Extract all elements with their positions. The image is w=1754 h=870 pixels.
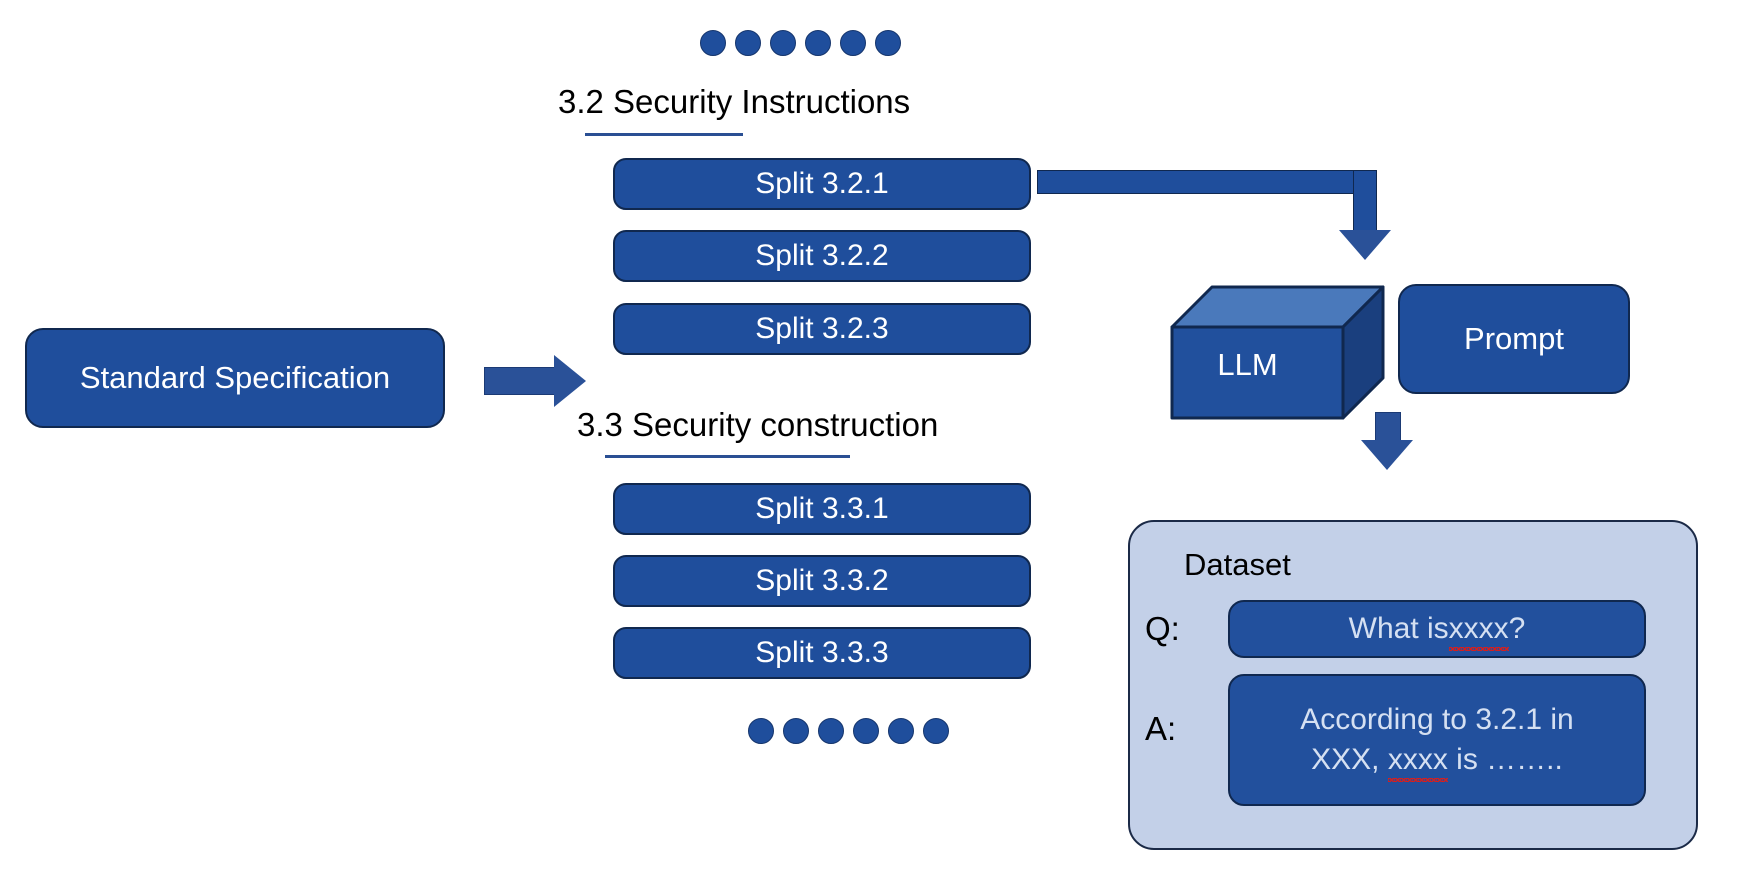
dot <box>818 718 844 744</box>
connector-vertical-segment <box>1353 170 1377 234</box>
section-heading-3-3-underline <box>605 455 850 458</box>
llm-cube-shape <box>1170 285 1385 420</box>
dot <box>783 718 809 744</box>
llm-cube[interactable]: LLM <box>1170 285 1385 420</box>
split-box-3-3-1[interactable]: Split 3.3.1 <box>613 483 1031 535</box>
dot <box>735 30 761 56</box>
split-box-3-3-2[interactable]: Split 3.3.2 <box>613 555 1031 607</box>
answer-label: A: <box>1145 710 1177 747</box>
dot <box>770 30 796 56</box>
standard-specification-box[interactable]: Standard Specification <box>25 328 445 428</box>
section-heading-3-2: 3.2 Security Instructions <box>558 83 911 120</box>
dot <box>840 30 866 56</box>
question-text-suffix: ? <box>1508 612 1526 646</box>
dot <box>700 30 726 56</box>
dot <box>888 718 914 744</box>
top-ellipsis-dots <box>700 30 901 56</box>
answer-line-2: XXX, xxxx is …….. <box>1311 740 1563 782</box>
question-text-prefix: What is <box>1348 612 1449 646</box>
dot <box>923 718 949 744</box>
prompt-box[interactable]: Prompt <box>1398 284 1630 394</box>
split-box-3-2-3[interactable]: Split 3.2.3 <box>613 303 1031 355</box>
connector-horizontal-segment <box>1037 170 1377 194</box>
dataset-title: Dataset <box>1184 547 1291 582</box>
section-heading-3-3: 3.3 Security construction <box>577 406 939 443</box>
answer-line-2-suffix: is …….. <box>1447 743 1563 776</box>
arrow-head-down-icon <box>1361 440 1413 470</box>
question-misspelled-word: xxxx <box>1448 609 1509 651</box>
section-heading-3-2-underline <box>585 133 743 136</box>
dot <box>875 30 901 56</box>
answer-box[interactable]: According to 3.2.1 in XXX, xxxx is …….. <box>1228 674 1646 806</box>
arrow-head-down-icon <box>1339 230 1391 260</box>
bottom-ellipsis-dots <box>748 718 949 744</box>
question-label: Q: <box>1145 610 1180 647</box>
arrow-shaft <box>484 367 556 395</box>
answer-line-2-prefix: XXX, <box>1311 743 1388 776</box>
split-box-3-2-1[interactable]: Split 3.2.1 <box>613 158 1031 210</box>
dot <box>853 718 879 744</box>
dot <box>805 30 831 56</box>
arrow-shaft <box>1375 412 1401 444</box>
arrow-head-right-icon <box>554 355 586 407</box>
question-box[interactable]: What is xxxx? <box>1228 600 1646 658</box>
answer-misspelled-word: xxxx <box>1387 740 1448 782</box>
dot <box>748 718 774 744</box>
dataset-panel: Dataset Q: What is xxxx? A: According to… <box>1128 520 1698 850</box>
answer-line-1: According to 3.2.1 in <box>1300 703 1574 737</box>
split-box-3-3-3[interactable]: Split 3.3.3 <box>613 627 1031 679</box>
split-box-3-2-2[interactable]: Split 3.2.2 <box>613 230 1031 282</box>
